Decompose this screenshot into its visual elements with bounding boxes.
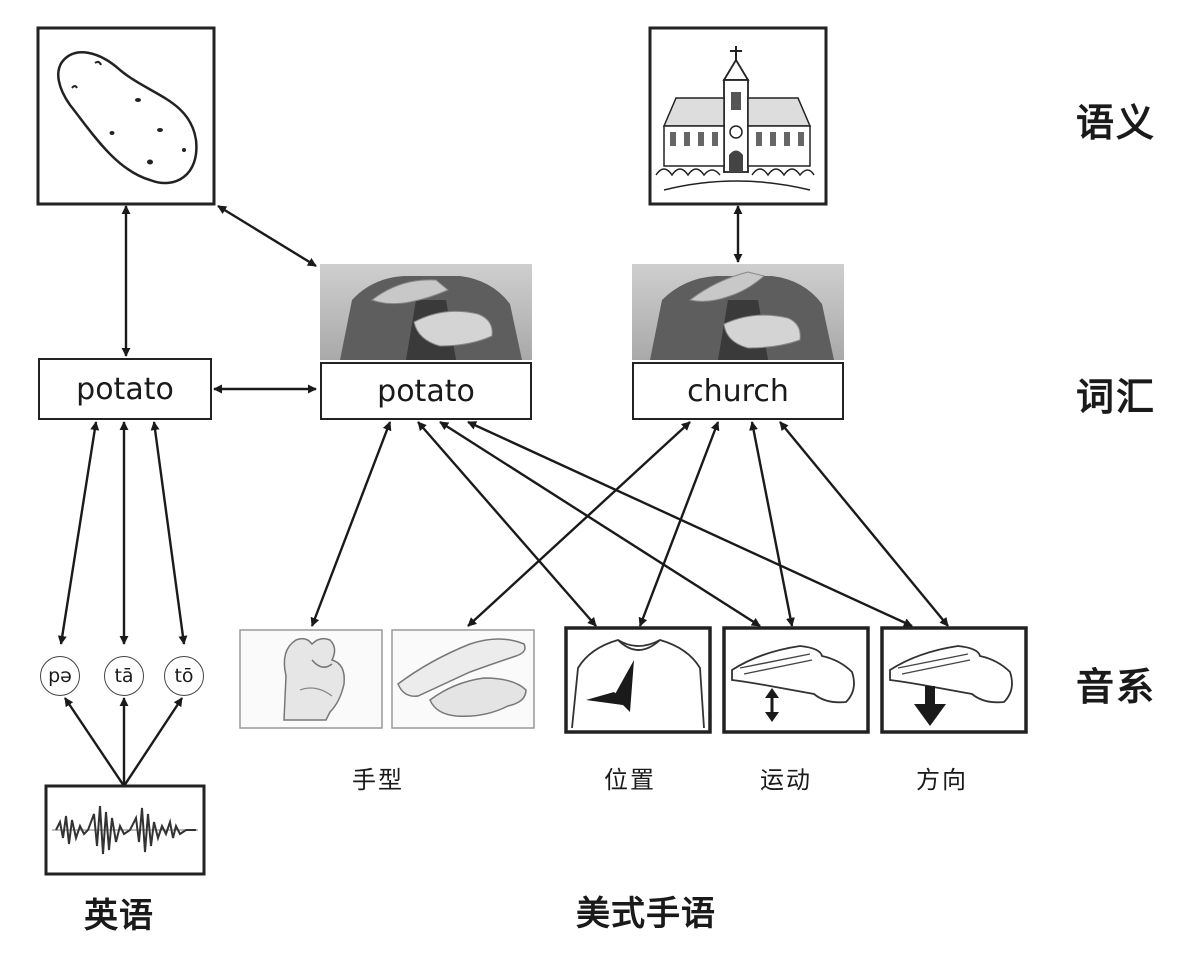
phoneme-label-1: pə (48, 665, 72, 687)
level-label-lexical: 词汇 (1076, 375, 1157, 419)
phoneme-label-2: tā (114, 665, 134, 687)
handshape-icon (239, 629, 383, 729)
asl-word-label-church: church (687, 373, 789, 409)
arrow-word-to-phoneme-3 (150, 421, 188, 645)
english-word-box: potato (38, 358, 212, 420)
potato-drawing-icon (36, 26, 216, 206)
asl-word-box-potato: potato (320, 362, 532, 420)
arrow-church-to-movement (749, 421, 795, 627)
arrow-church-to-location (638, 421, 720, 627)
arrow-wave-to-phoneme-3 (122, 697, 184, 787)
hand-pair-icon (391, 629, 535, 729)
arrow-potato-picture-to-sign (217, 204, 317, 268)
caption-asl: 美式手语 (576, 894, 716, 934)
arrow-word-to-phoneme-1 (57, 421, 100, 645)
arrow-potato-to-handshape (310, 421, 392, 627)
asl-word-box-church: church (632, 362, 844, 420)
phoneme-circle-1: pə (40, 656, 80, 696)
level-label-phonological: 音系 (1076, 665, 1157, 709)
arrow-potato-to-location (417, 421, 597, 627)
param-label-location: 位置 (604, 766, 656, 794)
arrow-church-to-orientation (779, 421, 949, 627)
sign-church-photo (632, 264, 844, 360)
church-drawing-icon (648, 26, 828, 206)
arrow-potato-to-orientation (467, 420, 913, 628)
orientation-icon (880, 626, 1028, 734)
connections (57, 204, 949, 787)
param-label-handshape: 手型 (352, 766, 404, 794)
sign-potato-photo (320, 264, 532, 360)
arrow-potato-to-movement (439, 420, 761, 628)
phoneme-circle-3: tō (164, 656, 204, 696)
level-label-semantic: 语义 (1076, 101, 1157, 145)
asl-word-label-potato: potato (377, 373, 475, 409)
movement-icon (722, 626, 870, 734)
phoneme-label-3: tō (174, 665, 194, 687)
param-label-movement: 运动 (760, 766, 812, 794)
caption-english: 英语 (84, 896, 154, 936)
param-label-orientation: 方向 (916, 766, 968, 794)
location-torso-icon (564, 626, 712, 734)
phoneme-circle-2: tā (104, 656, 144, 696)
arrow-wave-to-phoneme-1 (64, 697, 125, 787)
waveform-icon (44, 784, 206, 876)
english-word-label: potato (76, 371, 174, 407)
arrow-church-to-hand-pair (467, 421, 691, 627)
